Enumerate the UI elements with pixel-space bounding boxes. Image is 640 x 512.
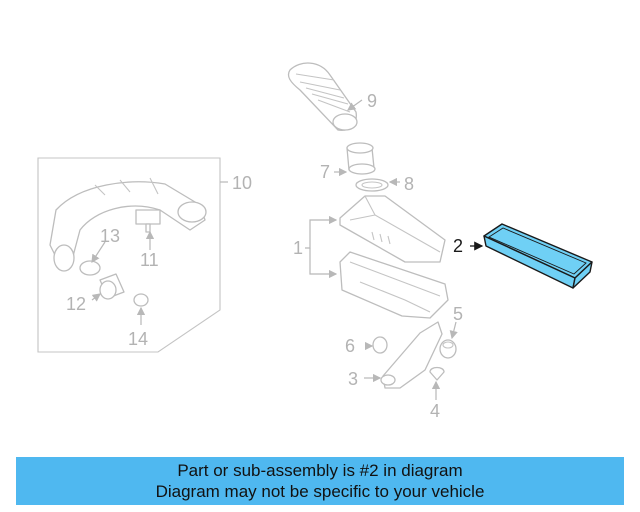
banner-line-disclaimer: Diagram may not be specific to your vehi…: [155, 482, 485, 501]
part-2-air-filter[interactable]: [483, 223, 593, 289]
part-13-clamp[interactable]: [79, 260, 101, 276]
callout-2: 2: [453, 236, 463, 256]
callout-14: 14: [128, 329, 148, 349]
part-10-intake-duct[interactable]: [49, 177, 207, 272]
part-9-intake-hose[interactable]: [287, 62, 358, 131]
part-7-coupler[interactable]: [346, 142, 376, 175]
part-12-clamp[interactable]: [99, 273, 125, 300]
callout-1: 1: [293, 238, 303, 258]
part-6-grommet[interactable]: [372, 336, 388, 354]
callout-12: 12: [66, 294, 86, 314]
part-4-clip[interactable]: [429, 366, 445, 381]
leader-lines: [91, 99, 484, 400]
callout-10: 10: [232, 173, 252, 193]
part-8-ring[interactable]: [355, 178, 389, 192]
callout-5: 5: [453, 304, 463, 324]
part-14-clamp[interactable]: [133, 293, 149, 307]
part-10-group-box: [37, 157, 221, 353]
callout-11: 11: [140, 250, 159, 270]
callout-3: 3: [348, 369, 358, 389]
callout-9: 9: [367, 91, 377, 111]
parts-diagram: 1 2 3 4 5 6 7 8 9 10 11 12 13 14: [37, 62, 593, 421]
callout-13: 13: [100, 226, 120, 246]
info-banner: Part or sub-assembly is #2 in diagram Di…: [16, 457, 624, 505]
banner-line-part: Part or sub-assembly is #2 in diagram: [177, 461, 463, 480]
callout-7: 7: [320, 162, 330, 182]
callout-4: 4: [430, 401, 440, 421]
callout-labels: 1 2 3 4 5 6 7 8 9 10 11 12 13 14: [66, 91, 463, 421]
callout-8: 8: [404, 174, 414, 194]
part-1-upper-housing[interactable]: [339, 195, 446, 263]
part-11-sensor[interactable]: [135, 209, 161, 233]
part-3-duct[interactable]: [380, 321, 443, 389]
part-1-lower-housing[interactable]: [339, 251, 449, 319]
part-5-grommet[interactable]: [439, 339, 457, 359]
callout-6: 6: [345, 336, 355, 356]
